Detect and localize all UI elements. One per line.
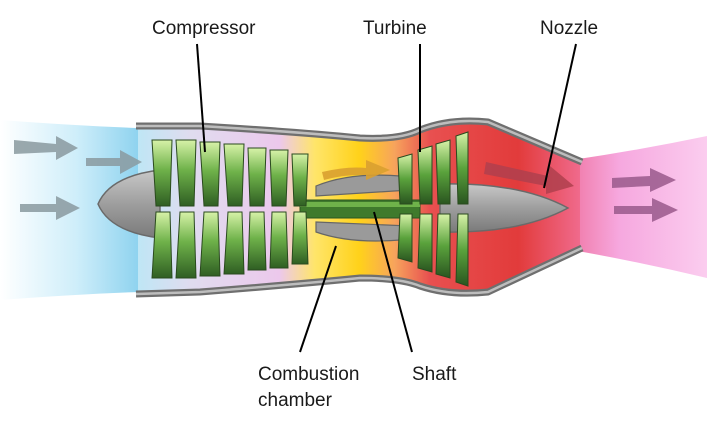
compressor-stage-3	[199, 141, 221, 277]
arrow-icon	[20, 196, 80, 220]
front-spinner	[97, 169, 161, 239]
nozzle-leader	[543, 43, 577, 189]
turbine-stage-1	[397, 153, 413, 263]
turbine-stage-3	[435, 139, 451, 279]
arrow-icon	[484, 162, 574, 194]
exhaust-arrows	[484, 162, 678, 222]
compressor-stage-5	[247, 147, 267, 271]
arrow-icon	[614, 198, 678, 222]
compressor-label: Compressor	[152, 18, 256, 39]
leader-lines	[196, 43, 577, 353]
compressor-stage-7	[291, 153, 309, 265]
combustion-arrow-icon	[322, 160, 390, 180]
turbine-label: Turbine	[363, 18, 427, 39]
combustion-label-line2: chamber	[258, 390, 333, 411]
tail-cone	[439, 183, 570, 233]
nozzle-label: Nozzle	[540, 18, 598, 39]
shaft-leader	[373, 211, 413, 353]
compressor-stage-1	[151, 139, 173, 279]
combustion-leader	[299, 245, 337, 353]
compressor-stage-2	[175, 139, 197, 279]
arrow-icon	[612, 168, 676, 192]
intake-arrows	[14, 136, 142, 220]
compressor-leader	[196, 43, 206, 153]
arrow-icon	[14, 136, 78, 160]
compressor-stage-6	[269, 149, 289, 269]
turbine-stage-4	[455, 131, 469, 287]
combustion-label-line1: Combustion	[258, 364, 359, 385]
compressor-blades	[151, 139, 309, 279]
turbine-stage-2	[417, 145, 433, 273]
arrow-icon	[86, 150, 142, 174]
turbine-blades	[397, 131, 469, 287]
compressor-stage-4	[223, 143, 245, 275]
shaft-label: Shaft	[412, 364, 457, 385]
